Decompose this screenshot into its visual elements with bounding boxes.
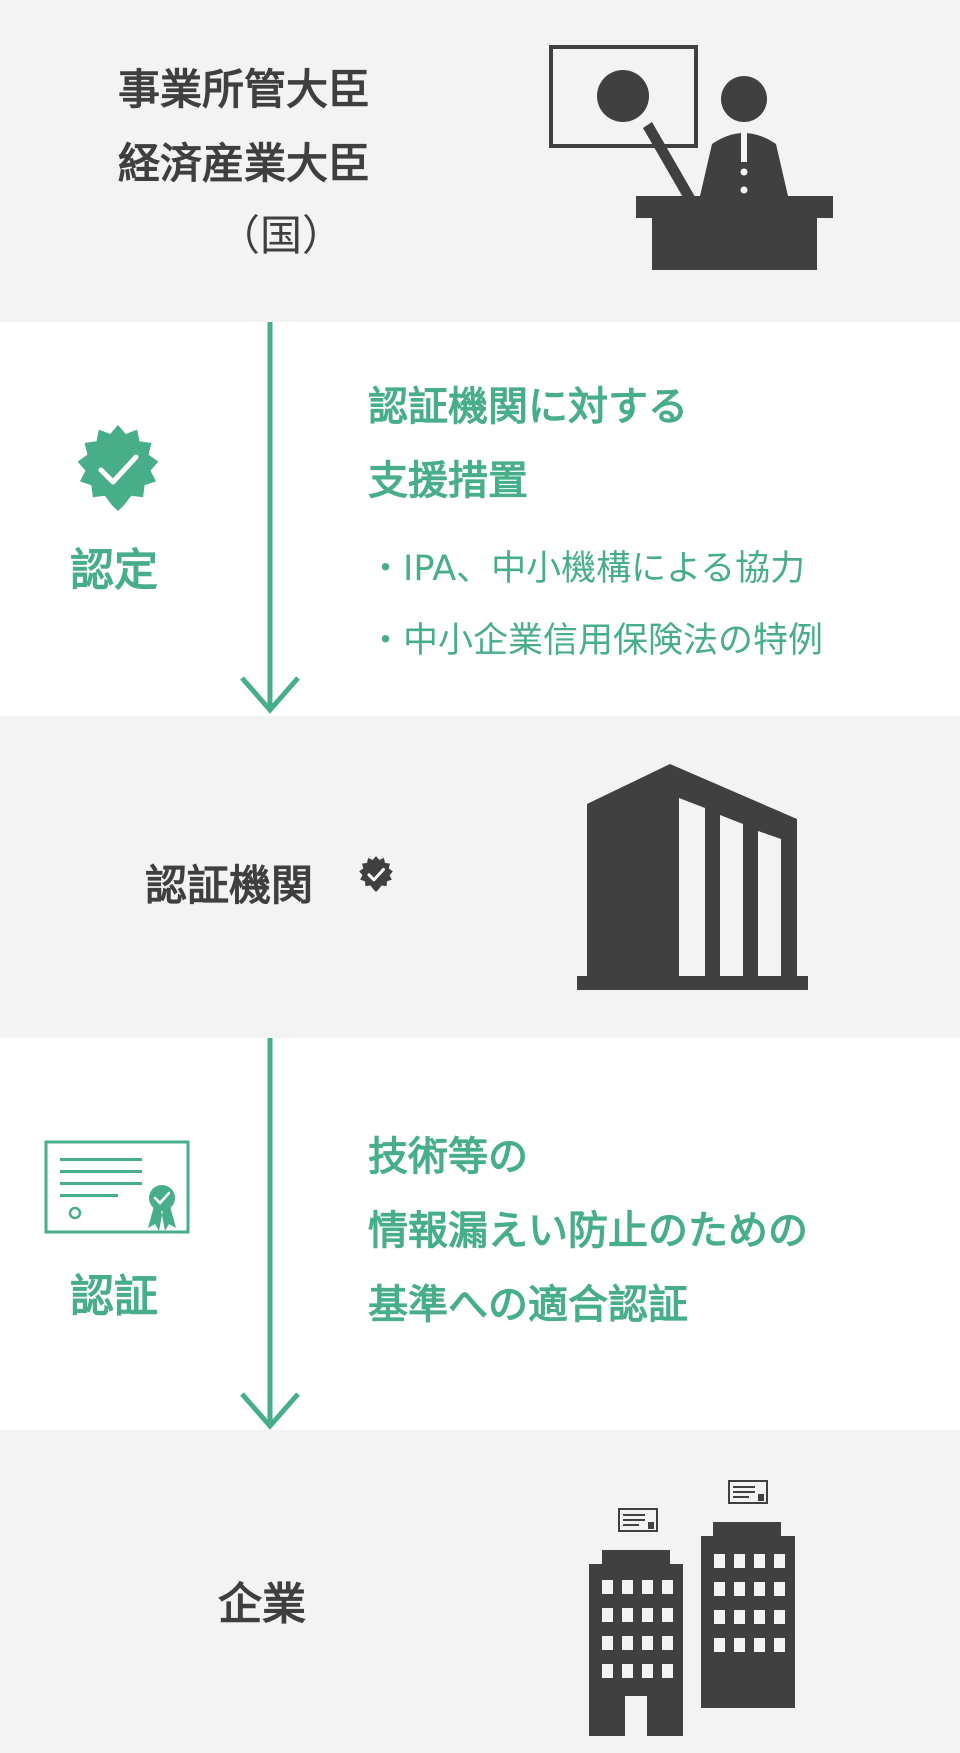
verified-badge-icon	[77, 425, 159, 511]
authority-line-1: 事業所管大臣	[118, 65, 371, 114]
certification-heading-line-3: 基準への適合認証	[368, 1282, 688, 1328]
company-buildings-icon	[589, 1480, 795, 1736]
accreditation-heading-line-2: 支援措置	[368, 458, 528, 504]
authority-line-2: 経済産業大臣	[118, 139, 371, 188]
enterprise-label: 企業	[218, 1579, 306, 1630]
authority-line-3: （国）	[218, 211, 345, 260]
office-building-icon	[577, 764, 808, 990]
accreditation-heading-line-1: 認証機関に対する	[368, 384, 688, 430]
certificate-icon	[44, 1140, 190, 1234]
accreditation-section: 認定 認証機関に対する 支援措置 ・IPA、中小機構による協力 ・中小企業信用保…	[0, 322, 960, 716]
authority-section: 事業所管大臣 経済産業大臣 （国）	[0, 0, 960, 322]
verified-badge-small-icon	[359, 856, 393, 892]
enterprise-section: 企業	[0, 1430, 960, 1753]
certificate-small-icon	[618, 1480, 768, 1532]
certification-heading-line-2: 情報漏えい防止のための	[368, 1208, 808, 1254]
certification-heading-line-1: 技術等の	[368, 1134, 528, 1180]
accreditation-label: 認定	[70, 545, 158, 596]
certification-body-label: 認証機関	[145, 861, 314, 910]
accreditation-bullet-2: ・中小企業信用保険法の特例	[368, 621, 824, 661]
accreditation-bullet-1: ・IPA、中小機構による協力	[368, 549, 806, 589]
certification-section: 認証 技術等の 情報漏えい防止のための 基準への適合認証	[0, 1038, 960, 1430]
certification-body-section: 認証機関	[0, 716, 960, 1038]
certification-label: 認証	[70, 1271, 158, 1322]
presenter-at-podium-icon	[549, 45, 833, 270]
